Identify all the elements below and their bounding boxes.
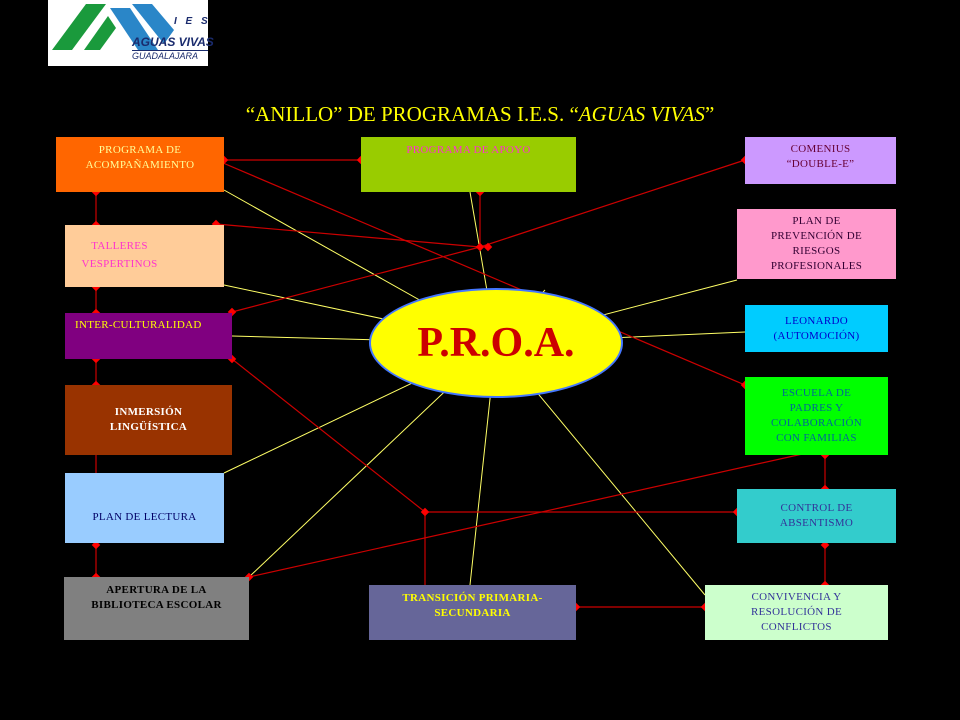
red-connector — [231, 358, 426, 513]
box-leonardo-line-1: LEONARDO — [785, 314, 848, 327]
title-school-name: AGUAS VIVAS — [578, 102, 705, 126]
red-connector — [215, 223, 481, 248]
red-connector — [215, 159, 746, 386]
box-escuela: ESCUELA DE PADRES Y COLABORACIÓN CON FAM… — [745, 377, 888, 455]
box-intercultural: INTER-CULTURALIDAD — [65, 313, 232, 359]
box-prevencion-line-1: PLAN DE — [792, 215, 841, 228]
connector-marker — [475, 242, 485, 252]
connector-marker — [483, 242, 493, 252]
box-biblioteca-line-2: BIBLIOTECA ESCOLAR — [91, 598, 222, 611]
box-escuela-line-2: PADRES Y — [789, 402, 844, 415]
box-prevencion: PLAN DE PREVENCIÓN DE RIESGOS PROFESIONA… — [737, 209, 896, 279]
logo-divider — [132, 50, 208, 51]
box-escuela-line-4: CON FAMILIAS — [776, 431, 857, 444]
box-lectura: PLAN DE LECTURA — [65, 473, 224, 543]
red-connectors — [95, 159, 826, 608]
box-escuela-line-1: ESCUELA DE — [781, 387, 852, 400]
red-connector — [479, 159, 746, 248]
box-lectura-line-1: PLAN DE LECTURA — [92, 511, 197, 524]
box-acompanamiento-line-1: PROGRAMA DE — [98, 144, 182, 156]
box-comenius: COMENIUS “DOUBLE-E” — [745, 137, 896, 184]
box-leonardo: LEONARDO (AUTOMOCIÓN) — [745, 305, 888, 352]
box-inmersion-line-1: INMERSIÓN — [114, 406, 183, 419]
logo-city-text: GUADALAJARA — [132, 51, 199, 61]
box-leonardo-line-2: (AUTOMOCIÓN) — [773, 329, 860, 342]
proa-label: P.R.O.A. — [417, 320, 575, 366]
box-talleres-line-2: VESPERTINOS — [81, 258, 158, 270]
box-comenius-line-2: “DOUBLE-E” — [786, 157, 855, 170]
logo-name-text: AGUAS VIVAS — [132, 35, 214, 49]
box-transicion: TRANSICIÓN PRIMARIA- SECUNDARIA — [369, 585, 576, 640]
box-prevencion-line-2: PREVENCIÓN DE — [771, 230, 862, 243]
box-talleres-line-1: TALLERES — [91, 240, 148, 253]
box-talleres: TALLERES VESPERTINOS — [65, 225, 224, 287]
aguas-vivas-logo-icon — [52, 4, 174, 50]
box-prevencion-line-3: RIESGOS — [792, 245, 841, 257]
box-transicion-line-1: TRANSICIÓN PRIMARIA- — [402, 592, 543, 604]
box-convivencia-line-3: CONFLICTOS — [761, 620, 832, 633]
title-main: “ANILLO” DE PROGRAMAS I.E.S. “ — [245, 102, 579, 126]
school-logo: I E S AGUAS VIVAS GUADALAJARA — [48, 0, 214, 66]
red-connector — [231, 246, 481, 313]
proa-center-ellipse: P.R.O.A. — [369, 288, 623, 398]
box-acompanamiento: PROGRAMA DE ACOMPAÑAMIENTO — [56, 137, 224, 192]
title-end: ” — [704, 102, 715, 126]
box-absentismo: CONTROL DE ABSENTISMO — [737, 489, 896, 543]
box-convivencia: CONVIVENCIA Y RESOLUCIÓN DE CONFLICTOS — [705, 585, 888, 640]
box-biblioteca: APERTURA DE LA BIBLIOTECA ESCOLAR — [64, 577, 249, 640]
box-intercultural-line-1: INTER-CULTURALIDAD — [75, 319, 202, 331]
red-connector — [248, 448, 826, 578]
box-inmersion: INMERSIÓN LINGÜÍSTICA — [65, 385, 232, 455]
box-convivencia-line-1: CONVIVENCIA Y — [751, 591, 842, 604]
box-transicion-line-2: SECUNDARIA — [434, 606, 511, 619]
logo-ies-text: I E S — [174, 16, 211, 27]
box-escuela-line-3: COLABORACIÓN — [771, 417, 862, 429]
box-apoyo-line-1: PROGRAMA DE APOYO — [406, 144, 531, 156]
box-comenius-line-1: COMENIUS — [790, 143, 851, 155]
box-biblioteca-line-1: APERTURA DE LA — [106, 584, 207, 596]
box-acompanamiento-line-2: ACOMPAÑAMIENTO — [85, 158, 195, 171]
box-absentismo-line-2: ABSENTISMO — [779, 517, 854, 529]
box-absentismo-line-1: CONTROL DE — [780, 502, 853, 515]
box-prevencion-line-4: PROFESIONALES — [770, 259, 863, 272]
box-inmersion-line-2: LINGÜÍSTICA — [109, 421, 188, 433]
box-convivencia-line-2: RESOLUCIÓN DE — [751, 606, 842, 619]
connector-marker — [420, 507, 430, 517]
box-apoyo: PROGRAMA DE APOYO — [361, 137, 576, 192]
page-title: “ANILLO” DE PROGRAMAS I.E.S. “AGUAS VIVA… — [0, 102, 960, 127]
